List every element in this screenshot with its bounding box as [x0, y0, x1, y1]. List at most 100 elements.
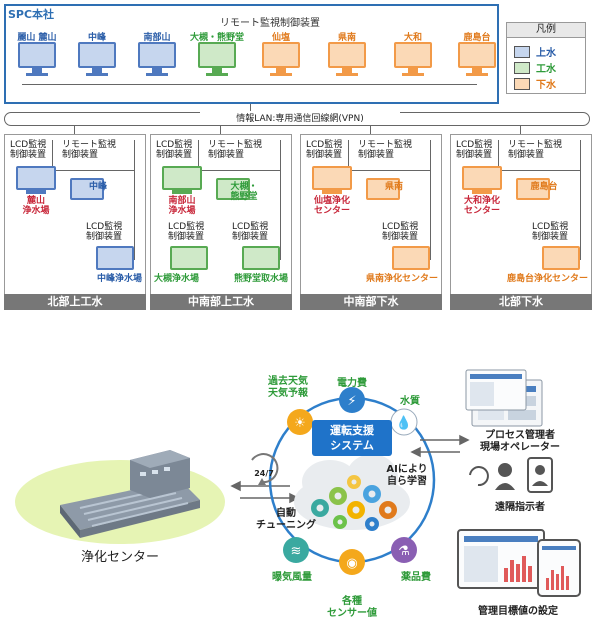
lcd-monitor-base — [472, 190, 492, 194]
lcd-monitor-icon — [162, 166, 202, 190]
lcd-monitor-base — [322, 190, 342, 194]
support-system-box — [312, 420, 392, 456]
region-footer: 北部下水 — [450, 294, 592, 310]
lcd-monitor-icon — [312, 166, 352, 190]
hq-terminal: 麗山 麓山 — [17, 30, 57, 76]
region-footer: 中南部上工水 — [150, 294, 292, 310]
power-cost-label: 電力費 — [337, 378, 367, 389]
operator-monitor-icon — [465, 369, 543, 427]
region-right-connector — [134, 140, 135, 260]
site-remote-label: 鹿島台 — [530, 182, 558, 192]
lcd-monitor-icon-2 — [96, 246, 134, 270]
legend-swatch-icon — [514, 77, 530, 90]
remote-instructor-label: 遠隔指示者 — [495, 502, 545, 513]
region-inner-bus — [498, 170, 580, 171]
site-bottom-label: 鹿島台浄化センター — [506, 274, 588, 284]
site-main-label: 南部山 浄水場 — [168, 196, 196, 216]
svg-text:💧: 💧 — [396, 415, 412, 431]
lcd-controller-label-2: LCD監視 制御装置 — [232, 222, 269, 242]
monitor-stand — [152, 68, 162, 73]
hq-terminal: 鹿島台 — [458, 30, 496, 76]
monitor-stand — [92, 68, 102, 73]
site-remote-label: 中峰 — [88, 182, 107, 192]
region-box — [4, 134, 146, 310]
hq-terminal-label: 麗山 麓山 — [17, 33, 57, 43]
hq-to-vpn-connector — [250, 104, 251, 114]
spc-remote-title: リモート監視制御装置 — [220, 18, 320, 29]
monitor-icon — [458, 42, 496, 68]
lcd-controller-label-2: LCD監視 制御装置 — [382, 222, 419, 242]
vpn-label: 情報LAN:専用通信回線網(VPN) — [200, 111, 400, 124]
monitor-base — [26, 73, 48, 76]
region-inner-connector — [498, 140, 499, 170]
site-bottom-label-2: 大槻浄水場 — [154, 274, 200, 284]
region-inner-bus — [198, 170, 280, 171]
spc-bus-line — [22, 84, 477, 85]
region-vpn-connector — [370, 126, 371, 134]
site-main-label: 仙塩浄化 センター — [313, 196, 350, 216]
chemical-cost-icon — [391, 537, 417, 563]
gears-icon — [311, 475, 397, 531]
lcd-monitor-base — [26, 190, 46, 194]
lcd-controller-label: LCD監視 制御装置 — [456, 140, 493, 160]
svg-text:☀: ☀ — [294, 416, 306, 431]
plant-label: 浄化センター — [80, 550, 159, 565]
monitor-stand — [342, 68, 352, 73]
hq-terminal-label: 鹿島台 — [463, 33, 491, 43]
sensor-icon — [339, 549, 365, 575]
support-system-diagram: ⚡ ☀ ≋ ◉ ⚗ 💧 — [15, 369, 581, 597]
remote-controller-label: リモート監視 制御装置 — [508, 140, 563, 160]
lcd-controller-label-2: LCD監視 制御装置 — [532, 222, 569, 242]
hq-terminal: 大槻・熊野堂 — [190, 30, 244, 76]
remote-controller-label: リモート監視 制御装置 — [358, 140, 413, 160]
target-setting-device-icon — [457, 529, 581, 597]
legend-label: 上水 — [536, 48, 556, 59]
region-right-connector — [580, 140, 581, 260]
hq-terminal-label: 県南 — [337, 33, 356, 43]
lcd-monitor-icon-2 — [242, 246, 280, 270]
region-right-connector — [430, 140, 431, 260]
region-inner-connector — [348, 140, 349, 170]
hq-terminal: 南部山 — [138, 30, 176, 76]
region-footer: 中南部下水 — [300, 294, 442, 310]
monitor-base — [466, 73, 488, 76]
remote-monitor-icon — [216, 178, 250, 200]
target-setting-label: 管理目標値の設定 — [478, 606, 558, 617]
lcd-monitor-base — [172, 190, 192, 194]
monitor-base — [270, 73, 292, 76]
lcd-controller-label: LCD監視 制御装置 — [156, 140, 193, 160]
legend-swatch-icon — [514, 61, 530, 74]
monitor-icon — [198, 42, 236, 68]
monitor-base — [336, 73, 358, 76]
remote-monitor-icon — [516, 178, 550, 200]
lcd-controller-label: LCD監視 制御装置 — [306, 140, 343, 160]
region-box — [450, 134, 592, 310]
legend-item-industrial: 工水 — [514, 60, 556, 75]
monitor-icon — [394, 42, 432, 68]
auto-tuning-label: 自動 チューニング — [256, 508, 316, 531]
site-remote-label: 県南 — [384, 182, 403, 192]
legend-label: 下水 — [536, 80, 556, 91]
monitor-stand — [408, 68, 418, 73]
legend-title: 凡例 — [506, 22, 586, 38]
support-system-label: 運転支援 システム — [330, 424, 374, 452]
lcd-controller-label-2: LCD監視 制御装置 — [86, 222, 123, 242]
lcd-controller-label: LCD監視 制御装置 — [10, 140, 47, 160]
hq-terminal-label: 大槻・熊野堂 — [189, 33, 244, 43]
hq-terminal: 大和 — [394, 30, 432, 76]
remote-monitor-icon — [366, 178, 400, 200]
region-inner-bus — [348, 170, 430, 171]
region-vpn-connector — [220, 126, 221, 134]
lcd-monitor-icon-2 — [542, 246, 580, 270]
monitor-stand — [276, 68, 286, 73]
region-vpn-connector — [74, 126, 75, 134]
ai-learning-label: AIにより 自ら学習 — [386, 464, 428, 487]
svg-text:⚡: ⚡ — [347, 394, 356, 409]
remote-controller-label: リモート監視 制御装置 — [62, 140, 117, 160]
site-main-label: 大和浄化 センター — [463, 196, 500, 216]
svg-text:≋: ≋ — [291, 544, 302, 559]
air-flow-icon — [283, 537, 309, 563]
lcd-monitor-icon — [16, 166, 56, 190]
legend-swatch-icon — [514, 45, 530, 58]
lcd-monitor-icon — [462, 166, 502, 190]
